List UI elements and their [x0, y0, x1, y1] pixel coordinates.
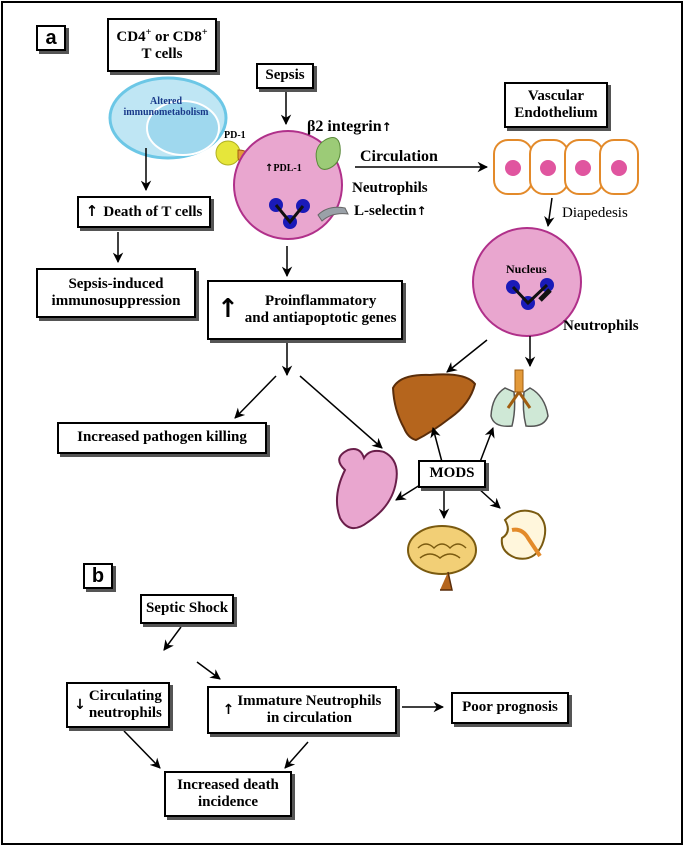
- neutrophil-nucleus-icon: [472, 227, 582, 337]
- pd1-label: PD-1: [224, 130, 246, 141]
- t-cells-box: CD4+ or CD8+T cells: [107, 18, 217, 72]
- pdl1-label: ↑PDL-1: [265, 163, 302, 174]
- death-of-t-cells-box: ↑ Death of T cells: [77, 196, 211, 228]
- immunosuppression-box: Sepsis-induced immunosuppression: [36, 268, 196, 318]
- diapedesis-label: Diapedesis: [562, 205, 628, 221]
- cd4-sup: +: [145, 26, 152, 38]
- immature-neutrophils-box: ↑Immature Neutrophils in circulation: [207, 686, 397, 734]
- nucleus-label: Nucleus: [506, 262, 547, 276]
- up-arrow-icon: ↑: [265, 163, 274, 174]
- cd4-label: CD4: [116, 28, 146, 45]
- brain-icon: [407, 525, 477, 591]
- up-arrow-icon: ↑: [416, 204, 427, 218]
- proinflammatory-box: ↑ Proinflammatory and antiapoptotic gene…: [207, 280, 403, 340]
- panel-b-label: b: [83, 563, 113, 589]
- sepsis-box: Sepsis: [256, 63, 314, 89]
- poor-prognosis-box: Poor prognosis: [451, 692, 569, 724]
- ureter-icon: [511, 527, 542, 558]
- altered-immunometabolism-label: Altered immunometabolism: [123, 96, 209, 118]
- panel-a-label: a: [36, 25, 66, 51]
- t-cell-icon: [108, 76, 228, 160]
- arrows-panel-a: [112, 90, 555, 520]
- septic-shock-box: Septic Shock: [140, 594, 234, 624]
- death-incidence-box: Increased death incidence: [164, 771, 292, 817]
- neutrophils-right-label: Neutrophils: [563, 318, 639, 334]
- liver-icon: [391, 373, 477, 442]
- beta2-integrin-label: β2 integrin↑: [307, 118, 392, 135]
- vascular-endothelium-box: Vascular Endothelium: [504, 82, 608, 128]
- heart-icon: [335, 448, 398, 529]
- up-arrow-icon: ↑: [381, 120, 392, 134]
- t-cells-label: T cells: [141, 46, 183, 62]
- integrin-icon: [315, 137, 341, 170]
- up-arrow-icon: ↑: [85, 201, 104, 220]
- cd8-label: or CD8: [151, 28, 202, 45]
- circulating-neutrophils-box: ↓Circulating neutrophils: [66, 682, 170, 728]
- down-arrow-icon: ↓: [74, 696, 86, 713]
- pathogen-killing-box: Increased pathogen killing: [57, 422, 267, 454]
- mods-box: MODS: [418, 460, 486, 488]
- neutrophils-top-label: Neutrophils: [352, 180, 428, 196]
- up-arrow-icon: ↑: [217, 294, 239, 325]
- neutrophil-cell-icon: [233, 130, 343, 240]
- lungs-icon: [490, 369, 549, 428]
- l-selectin-icon: [317, 206, 349, 222]
- endothelium-icon: [493, 139, 639, 195]
- arrows-panel-b: [123, 626, 445, 769]
- circulation-label: Circulation: [360, 148, 438, 165]
- up-arrow-icon: ↑: [222, 701, 235, 718]
- l-selectin-label: L-selectin↑: [354, 203, 427, 219]
- cd8-sup: +: [201, 26, 208, 38]
